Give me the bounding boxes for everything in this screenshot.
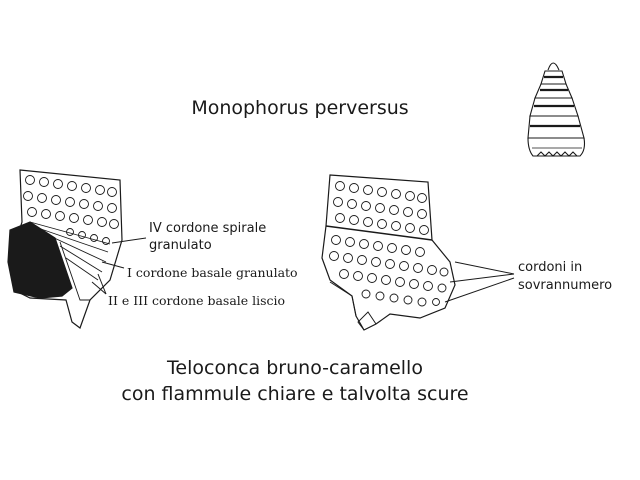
caption-line1: Teloconca bruno-caramello [166, 357, 423, 379]
label-iv-cordone-line1: IV cordone spirale [149, 221, 266, 236]
leader-iv-cordone [111, 237, 147, 244]
leader-cordoni-a [454, 261, 515, 275]
label-cordoni-line1: cordoni in [518, 260, 582, 275]
leader-ii-iii-a [97, 273, 107, 295]
right-shell-fragment [321, 174, 456, 331]
leader-i-cordone [101, 261, 125, 269]
species-title: Monophorus perversus [191, 97, 408, 119]
label-cordoni-line2: sovrannumero [518, 278, 612, 293]
label-iv-cordone-line2: granulato [149, 238, 212, 253]
leader-ii-iii-b [91, 281, 107, 295]
label-ii-iii-cordone: II e III cordone basale liscio [108, 293, 285, 308]
label-i-cordone: I cordone basale granulato [127, 265, 298, 280]
whole-shell-illustration [527, 62, 586, 157]
right-granule-pattern [329, 181, 449, 307]
leader-cordoni-b [449, 273, 515, 283]
leader-lines [91, 237, 515, 303]
leader-cordoni-c [444, 277, 515, 303]
left-granule-pattern [23, 175, 119, 245]
left-shell-fragment [7, 169, 123, 329]
caption-line2: con flammule chiare e talvolta scure [121, 383, 468, 405]
